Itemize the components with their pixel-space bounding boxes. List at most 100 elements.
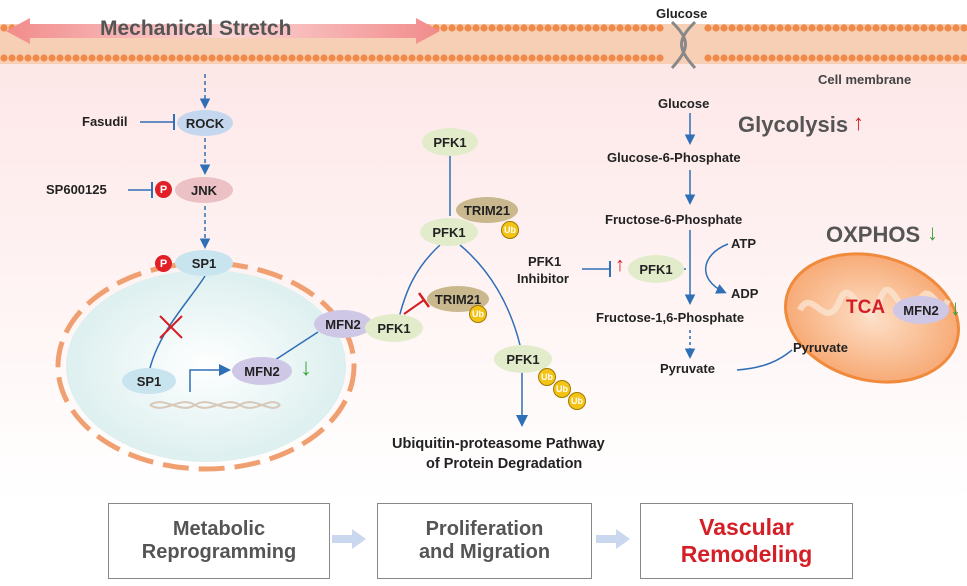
membrane-head bbox=[576, 24, 584, 32]
membrane-head bbox=[544, 24, 552, 32]
outcome-2-line1: Proliferation bbox=[425, 518, 544, 540]
membrane-head bbox=[400, 54, 408, 62]
membrane-head bbox=[904, 54, 912, 62]
membrane-head bbox=[864, 24, 872, 32]
membrane-head bbox=[360, 54, 368, 62]
membrane-head bbox=[520, 54, 528, 62]
cyto-mfn2-node: MFN2 bbox=[314, 310, 372, 338]
pfk1-up-arrow: ↑ bbox=[615, 254, 625, 276]
membrane-head bbox=[120, 54, 128, 62]
membrane-head bbox=[864, 54, 872, 62]
membrane-head bbox=[744, 24, 752, 32]
membrane-head bbox=[616, 24, 624, 32]
membrane-head bbox=[456, 24, 464, 32]
g6p-label: Glucose-6-Phosphate bbox=[607, 150, 741, 165]
adp-label: ADP bbox=[731, 286, 759, 301]
membrane-head bbox=[472, 24, 480, 32]
membrane-head bbox=[0, 54, 8, 62]
membrane-head bbox=[560, 54, 568, 62]
membrane-head bbox=[752, 54, 760, 62]
membrane-head bbox=[648, 54, 656, 62]
mitochondrion bbox=[783, 252, 961, 384]
outcome-3-line1: Vascular bbox=[699, 514, 794, 540]
atp-label: ATP bbox=[731, 236, 757, 251]
membrane-head bbox=[16, 54, 24, 62]
outcome-1-line1: Metabolic bbox=[172, 518, 266, 540]
membrane-head bbox=[168, 54, 176, 62]
membrane-head bbox=[64, 54, 72, 62]
membrane-head bbox=[128, 54, 136, 62]
membrane-head bbox=[112, 54, 120, 62]
membrane-head bbox=[600, 24, 608, 32]
ups-label-line2: of Protein Degradation bbox=[426, 456, 583, 472]
membrane-head bbox=[528, 54, 536, 62]
membrane-head bbox=[896, 24, 904, 32]
oxphos-title: OXPHOS bbox=[826, 222, 921, 247]
membrane-head bbox=[336, 54, 344, 62]
membrane-head bbox=[592, 24, 600, 32]
membrane-head bbox=[264, 54, 272, 62]
nucleus bbox=[66, 270, 346, 462]
membrane-head bbox=[344, 54, 352, 62]
membrane-head bbox=[760, 54, 768, 62]
membrane-head bbox=[728, 54, 736, 62]
membrane-head bbox=[352, 54, 360, 62]
membrane-head bbox=[240, 54, 248, 62]
flow-arrow-2 bbox=[596, 529, 630, 549]
membrane-head bbox=[728, 24, 736, 32]
membrane-head bbox=[608, 24, 616, 32]
membrane-head bbox=[280, 54, 288, 62]
membrane-head bbox=[304, 54, 312, 62]
ub-a-icon: Ub bbox=[501, 221, 519, 239]
membrane-head bbox=[440, 54, 448, 62]
membrane-head bbox=[832, 24, 840, 32]
mito-mfn2-node: MFN2 bbox=[893, 296, 949, 324]
membrane-head bbox=[848, 24, 856, 32]
membrane-head bbox=[736, 24, 744, 32]
membrane-head bbox=[608, 54, 616, 62]
membrane-head bbox=[0, 24, 8, 32]
membrane-head bbox=[32, 54, 40, 62]
membrane-head bbox=[816, 24, 824, 32]
membrane-head bbox=[384, 54, 392, 62]
membrane-head bbox=[712, 24, 720, 32]
membrane-head bbox=[640, 54, 648, 62]
membrane-head bbox=[648, 24, 656, 32]
membrane-head bbox=[800, 54, 808, 62]
membrane-head bbox=[776, 24, 784, 32]
membrane-head bbox=[200, 54, 208, 62]
membrane-head bbox=[920, 54, 928, 62]
membrane-head bbox=[936, 24, 944, 32]
membrane-head bbox=[776, 54, 784, 62]
membrane-head bbox=[464, 24, 472, 32]
membrane-head bbox=[656, 54, 664, 62]
membrane-head bbox=[808, 54, 816, 62]
membrane-head bbox=[48, 54, 56, 62]
membrane-head bbox=[872, 54, 880, 62]
ups-label-line1: Ubiquitin-proteasome Pathway bbox=[392, 436, 605, 452]
fasudil-label: Fasudil bbox=[82, 114, 128, 129]
membrane-head bbox=[632, 54, 640, 62]
membrane-head bbox=[536, 54, 544, 62]
membrane-head bbox=[960, 54, 967, 62]
membrane-head bbox=[208, 54, 216, 62]
membrane-head bbox=[376, 54, 384, 62]
membrane-head bbox=[656, 24, 664, 32]
membrane-head bbox=[568, 24, 576, 32]
pfk1-inhibitor-line2: Inhibitor bbox=[517, 271, 569, 286]
membrane-head bbox=[584, 54, 592, 62]
membrane-head bbox=[216, 54, 224, 62]
membrane-head bbox=[944, 24, 952, 32]
membrane-head bbox=[824, 24, 832, 32]
flow-arrow-1 bbox=[332, 529, 366, 549]
mito-mfn2-down-arrow: ↓ bbox=[950, 295, 961, 320]
membrane-head bbox=[768, 54, 776, 62]
membrane-head bbox=[920, 24, 928, 32]
membrane-head bbox=[328, 54, 336, 62]
membrane-head bbox=[616, 54, 624, 62]
membrane-head bbox=[784, 54, 792, 62]
membrane-head bbox=[760, 24, 768, 32]
membrane-head bbox=[176, 54, 184, 62]
membrane-head bbox=[592, 54, 600, 62]
membrane-head bbox=[160, 54, 168, 62]
